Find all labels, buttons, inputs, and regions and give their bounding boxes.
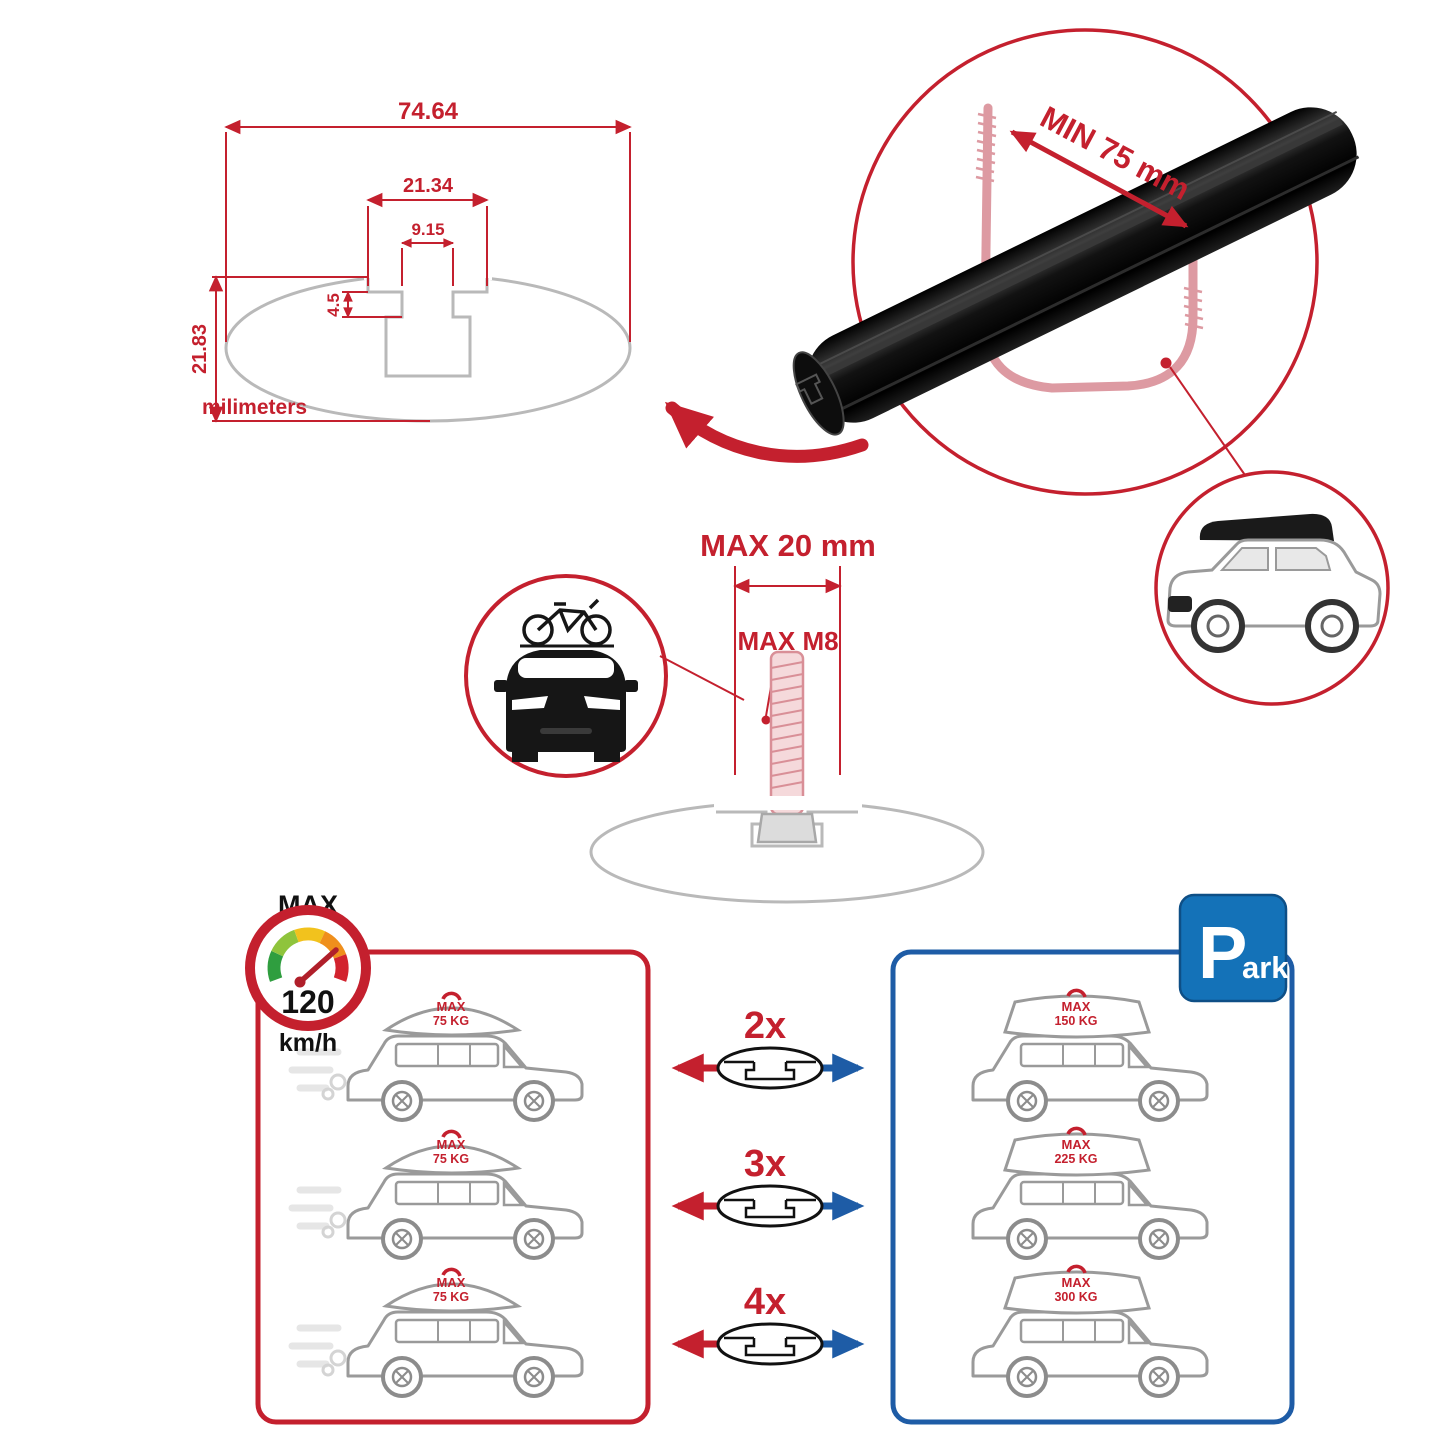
park-sign-rest: ark [1242,950,1289,985]
cargo-label: MAX [437,999,466,1014]
parked-car-1: MAX 150 KG [971,988,1209,1122]
t-slot-profile [366,278,489,378]
suv-roofbox-circle [1154,470,1390,706]
t-nut-head [756,812,818,844]
suv-wheel-rear [1305,599,1359,653]
cargo-label: MAX [437,1137,466,1152]
dimension-total-width: 74.64 [224,98,632,342]
profile-mask [364,266,492,280]
bolt-diagram: MAX 20 mm MAX M8 [589,528,985,904]
bolt-marker-dot [761,715,771,725]
driving-car-3: MAX 75 KG [292,1267,584,1398]
parked-car-2: MAX 225 KG [971,1126,1209,1260]
multiplier-row-2: 3x [671,1143,865,1228]
crossbar-count-icon [716,1184,824,1228]
dimension-slot-width: 9.15 [400,220,455,286]
parked-car-3: MAX 300 KG [971,1264,1209,1398]
dim-total-width-value: 74.64 [398,98,459,125]
suv-window-front [1219,547,1269,571]
dimension-total-height: 21.83 [189,275,430,423]
multiplier-label: 3x [744,1143,786,1185]
speed-unit: km/h [279,1029,337,1057]
bar-end-cap [792,351,845,436]
units-label: milimeters [202,396,307,419]
roof-box [1199,513,1334,541]
cargo-label: MAX [1062,999,1091,1014]
park-sign-letter: P [1198,911,1247,994]
channel-cross-section [589,796,985,904]
driving-car-2: MAX 75 KG [292,1129,584,1260]
park-sign: P ark [1178,893,1289,1003]
technical-drawing: 74.64 21.34 9.15 4.5 21.83 milimeters [189,98,632,423]
gauge-needle [297,947,339,985]
detail-arrow [664,401,869,463]
clamp-marker-dot [1160,357,1172,369]
cargo-capacity: 75 KG [433,1152,469,1166]
cargo-capacity: 225 KG [1054,1152,1097,1166]
multiplier-label: 4x [744,1281,786,1323]
driving-car-1: MAX 75 KG [292,991,584,1122]
dimension-slot-depth: 4.5 [324,290,402,319]
crossbar-count-icon [716,1322,824,1366]
cargo-capacity: 300 KG [1054,1290,1097,1304]
crossbar-detail-circle: MIN 75 mm [792,28,1360,496]
connector-line-bolt [659,655,745,701]
cargo-label: MAX [1062,1275,1091,1290]
bike-icon [520,598,614,648]
gauge-arc [267,927,349,982]
speed-value: 120 [281,984,334,1020]
suv-window-rear [1275,547,1332,571]
multiplier-row-3: 4x [671,1281,865,1366]
speedometer-icon [245,905,371,1031]
multiplier-row-1: 2x [671,1005,865,1090]
cargo-label: MAX [437,1275,466,1290]
threaded-stud [769,650,805,816]
dim-total-height-value: 21.83 [189,324,211,374]
suv-grille [1168,596,1192,612]
bike-car-circle [464,574,745,778]
connector-line-suv [1169,366,1248,479]
bolt-max-width-label: MAX 20 mm [700,528,876,563]
cargo-capacity: 75 KG [433,1290,469,1304]
dim-slot-width-value: 9.15 [411,220,444,239]
cargo-label: MAX [1062,1137,1091,1152]
suv-wheel-front [1191,599,1245,653]
dimension-channel-width: 21.34 [366,175,489,286]
speed-limit-badge: MAX 120 km/h [245,890,371,1057]
cargo-capacity: 150 KG [1054,1014,1097,1028]
multiplier-label: 2x [744,1005,786,1047]
car-front-icon [494,650,638,762]
cargo-capacity: 75 KG [433,1014,469,1028]
crossbar-render [792,107,1360,436]
crossbar-count-icon [716,1046,824,1090]
dim-slot-depth-value: 4.5 [324,293,343,317]
dim-channel-width-value: 21.34 [403,175,454,197]
